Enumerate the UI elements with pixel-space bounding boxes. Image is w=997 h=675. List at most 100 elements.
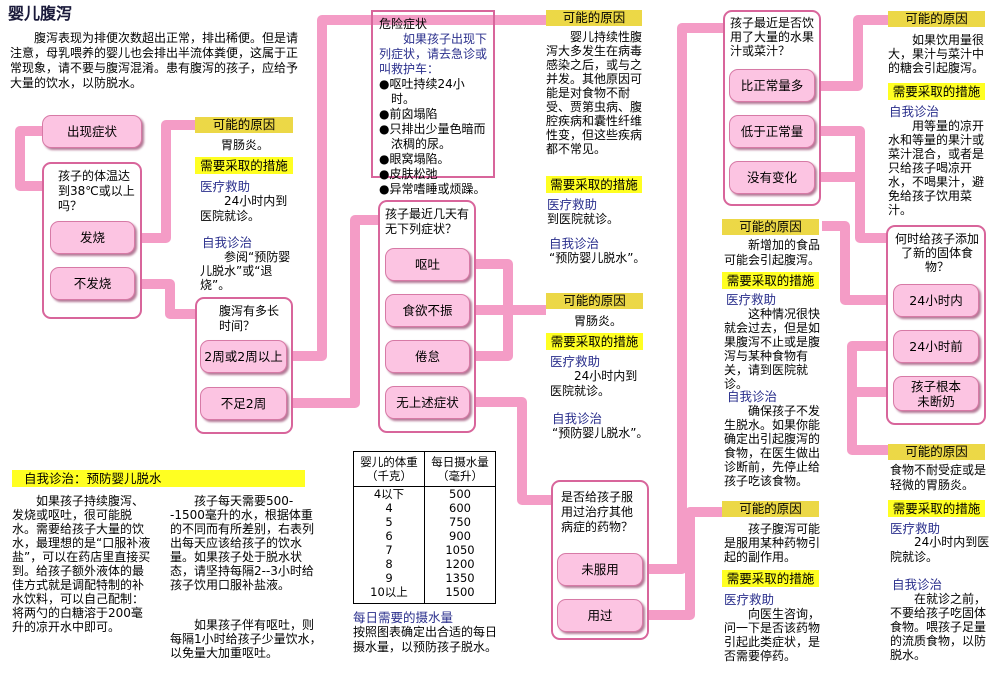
page-title: 婴儿腹泻 [8, 4, 73, 23]
weight-cell: 4 [353, 501, 425, 515]
water-cell: 500 [424, 486, 496, 501]
cause-label: 可能的原因 [722, 501, 819, 517]
self-label: 自我诊治 [552, 411, 603, 426]
danger-item: 前囟塌陷 [379, 107, 487, 122]
cause-label: 可能的原因 [722, 219, 819, 235]
connector-used-med [643, 507, 722, 620]
option-vomiting[interactable]: 呕吐 [385, 248, 470, 281]
connector-start-q1 [15, 126, 44, 191]
option-2-weeks-plus[interactable]: 2周或2周以上 [200, 340, 287, 373]
start-symptoms-button[interactable]: 出现症状 [42, 115, 142, 148]
action-label: 需要采取的措施 [546, 333, 643, 350]
prevent-dehydration-heading: 自我诊治：预防婴儿脱水 [12, 470, 305, 487]
medical-text: 24小时内到医院就诊。 [200, 194, 288, 223]
medical-label: 医疗救助 [550, 354, 601, 369]
table-caption-text: 按照图表确定出合适的每日摄水量，以预防孩子脱水。 [353, 625, 498, 654]
cause-text: 婴儿持续性腹泻大多发生在病毒感染之后，或与之并发。其他原因可能是对食物不耐受、贾… [546, 30, 643, 156]
action-label: 需要采取的措施 [888, 83, 985, 100]
medical-label: 医疗救助 [724, 592, 775, 607]
weight-cell: 6 [353, 529, 425, 543]
question-recent-symptoms: 孩子最近几天有无下列症状？ [385, 207, 470, 236]
weight-cell: 7 [353, 543, 425, 557]
danger-item: 只排出少量色暗而浓稠的尿。 [379, 122, 487, 152]
option-under-2-weeks[interactable]: 不足2周 [200, 387, 287, 420]
cause-label: 可能的原因 [546, 293, 643, 309]
action-label: 需要采取的措施 [722, 272, 819, 289]
option-poor-appetite[interactable]: 食欲不振 [385, 294, 470, 327]
self-text: 用等量的凉开水和等量的果汁或菜汁混合，或者是只给孩子喝凉开水，不喝果汁，避免给孩… [888, 119, 985, 217]
water-cell: 1200 [424, 557, 496, 571]
connector-24h-in [822, 221, 893, 305]
option-fever[interactable]: 发烧 [50, 221, 135, 254]
action-label: 需要采取的措施 [546, 176, 642, 193]
medical-text: 24小时内到医院就诊。 [890, 535, 990, 564]
option-none-of-above[interactable]: 无上述症状 [385, 386, 470, 419]
self-label: 自我诊治 [892, 577, 943, 592]
connector-fever [135, 120, 196, 243]
option-lethargy[interactable]: 倦怠 [385, 340, 470, 373]
option-more-than-normal[interactable]: 比正常量多 [729, 69, 815, 102]
self-text: 确保孩子不发生脱水。如果你能确定出引起腹泻的食物，在医生做出诊断前，先停止给孩子… [724, 404, 821, 488]
weight-cell: 8 [353, 557, 425, 571]
question-medication: 是否给孩子服用过治疗其他病症的药物？ [561, 490, 634, 534]
danger-item: 呕吐持续24小时。 [379, 77, 487, 107]
cause-label: 可能的原因 [195, 117, 293, 133]
action-label: 需要采取的措施 [888, 500, 985, 517]
cause-text: 如果饮用量很大，果汁与菜汁中的糖会引起腹泻。 [888, 33, 985, 75]
weight-cell: 4以下 [353, 486, 425, 501]
option-no-change[interactable]: 没有变化 [729, 161, 815, 194]
table-header: 婴儿的体重（千克） [353, 451, 425, 487]
question-solid-food: 何时给孩子添加了新的固体食物？ [894, 232, 979, 274]
connector-more-juice [815, 15, 888, 91]
water-cell: 1050 [424, 543, 496, 557]
cause-text: 胃肠炎。 [574, 314, 623, 328]
option-less-than-normal[interactable]: 低于正常量 [729, 115, 815, 148]
danger-symptoms-box: 危险症状 如果孩子出现下列症状，请去急诊或叫救护车： 呕吐持续24小时。 前囟塌… [371, 10, 495, 196]
question-fever: 孩子的体温达到38℃或以上吗？ [58, 169, 135, 213]
connector-no-fever [135, 279, 197, 319]
option-no-fever[interactable]: 不发烧 [50, 267, 135, 300]
weight-cell: 10以上 [353, 585, 425, 604]
danger-list: 呕吐持续24小时。 前囟塌陷 只排出少量色暗而浓稠的尿。 眼窝塌陷。 皮肤松弛 … [379, 77, 487, 197]
option-used-medication[interactable]: 用过 [557, 599, 643, 632]
option-within-24h[interactable]: 24小时内 [893, 284, 979, 317]
prevent-paragraph-1: 如果孩子持续腹泻、发烧或呕吐，很可能脱水。需要给孩子大量的饮水，最理想的是“口服… [12, 494, 151, 634]
self-text: “预防婴儿脱水”。 [549, 251, 646, 265]
medical-label: 医疗救助 [890, 521, 941, 536]
medical-text: 这种情况很快就会过去，但是如果腹泻不止或是腹泻与某种食物有关，请到医院就诊。 [724, 307, 821, 391]
danger-item: 眼窝塌陷。 [379, 152, 487, 167]
question-juice: 孩子最近是否饮用了大量的水果汁或菜汁？ [730, 16, 815, 58]
medical-label: 医疗救助 [726, 292, 777, 307]
danger-intro: 如果孩子出现下列症状，请去急诊或叫救护车： [379, 32, 488, 76]
intro-text: 腹泻表现为排便次数超出正常，排出稀便。但是请注意，母乳喂养的婴儿也会排出半流体粪… [10, 31, 299, 90]
connector-short [287, 215, 380, 408]
water-cell: 600 [424, 501, 496, 515]
self-text: 在就诊之前，不要给孩子吃固体食物。喂孩子足量的流质食物，以防脱水。 [890, 592, 987, 662]
prevent-paragraph-3: 如果孩子伴有呕吐，则每隔1小时给孩子少量饮水，以免量大加重呕吐。 [170, 618, 322, 660]
medical-text: 向医生咨询，问一下是否该药物引起此类症状，是否需要停药。 [724, 607, 821, 663]
self-label: 自我诊治 [727, 389, 778, 404]
option-not-weaned[interactable]: 孩子根本未断奶 [893, 376, 979, 411]
table-header: 每日摄水量（毫升） [424, 451, 496, 487]
self-label: 自我诊治 [202, 235, 253, 250]
option-before-24h[interactable]: 24小时前 [893, 330, 979, 363]
option-no-medication[interactable]: 未服用 [557, 553, 643, 586]
question-duration: 腹泻有多长时间？ [219, 304, 280, 333]
cause-label: 可能的原因 [888, 11, 985, 27]
self-text: 参阅“预防婴儿脱水”或“退烧”。 [200, 250, 291, 292]
medical-label: 医疗救助 [200, 179, 251, 194]
weight-cell: 5 [353, 515, 425, 529]
connector-no-med [643, 23, 724, 574]
cause-text: 新增加的食品可能会引起腹泻。 [724, 238, 821, 267]
danger-item: 异常嗜睡或烦躁。 [379, 182, 487, 197]
action-label: 需要采取的措施 [195, 157, 293, 174]
connector-24h-before [847, 341, 893, 455]
water-cell: 750 [424, 515, 496, 529]
